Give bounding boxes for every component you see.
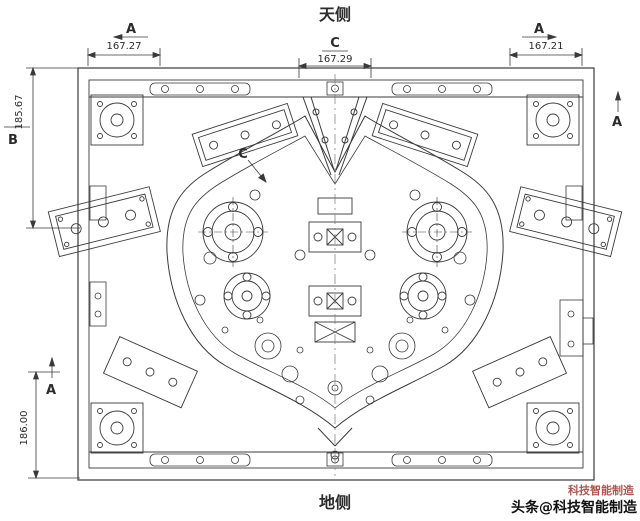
round-insert-right-lower [399, 272, 447, 320]
clamp-slot-band [149, 81, 493, 467]
cavity-outline [166, 96, 504, 460]
section-label-right: A [612, 115, 622, 130]
watermark: 头条@科技智能制造 [511, 499, 637, 516]
guide-bushing-corners [90, 94, 580, 454]
slide-unit-lower-right [471, 336, 568, 409]
angled-insert-top-left [191, 102, 299, 168]
dimension-top-left: 167.27 [107, 41, 142, 52]
plate-outer-edge [77, 67, 595, 481]
slide-unit-left [47, 186, 161, 258]
section-label-top-left: A [126, 22, 136, 37]
round-insert-left-lower [223, 272, 271, 320]
dimension-top-right: 167.21 [529, 41, 564, 52]
watermark-red: 科技智能制造 [568, 483, 635, 497]
round-insert-right-upper [402, 197, 472, 267]
section-label-bottom-left: A [46, 383, 56, 398]
top-side-label: 天侧 [319, 5, 351, 24]
ejector-pins [194, 189, 476, 405]
plate-inner-edge [88, 79, 584, 469]
slide-unit-right [509, 186, 623, 258]
side-wall-blocks [89, 185, 594, 357]
round-insert-left-upper [198, 197, 268, 267]
dimension-top-center: 167.29 [318, 54, 353, 65]
section-label-inner-c: C [238, 147, 248, 162]
dimension-left: 185.67 [14, 95, 25, 130]
slide-unit-lower-left [102, 336, 199, 409]
section-label-top-right: A [534, 22, 544, 37]
section-label-left: B [8, 133, 18, 148]
dimension-bottom-left: 186.00 [19, 411, 30, 446]
angled-insert-top-right [371, 102, 479, 168]
dimension-annotations [4, 33, 622, 480]
section-label-top-center: C [330, 36, 340, 51]
bottom-side-label: 地侧 [319, 493, 351, 512]
